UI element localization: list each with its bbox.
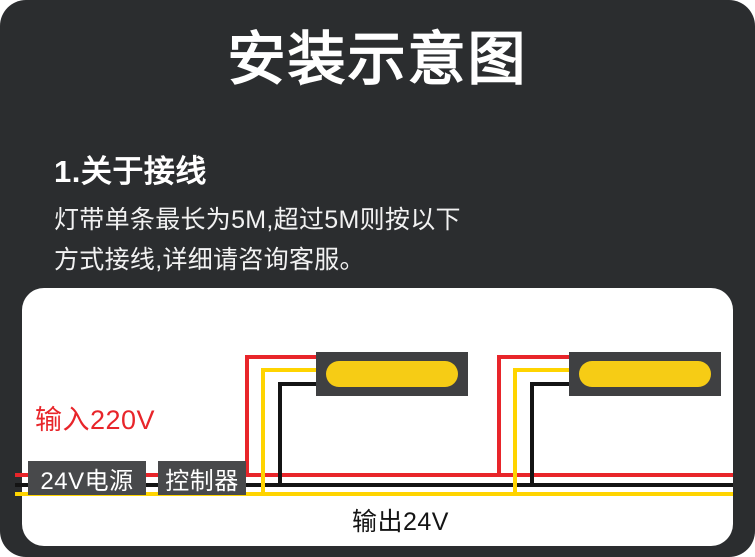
riser-1-black-wire [278, 382, 323, 485]
page-title: 安装示意图 [227, 27, 528, 92]
led-strip-module-2 [569, 352, 721, 396]
led-strip-module-1-led [326, 361, 458, 387]
led-strip-module-2-led [579, 361, 711, 387]
wiring-diagram-panel [22, 288, 733, 546]
bus-wire-black [15, 483, 733, 487]
riser-2-red-wire [497, 355, 577, 477]
section-heading: 1.关于接线 [54, 154, 207, 189]
riser-1-yellow-wire [261, 368, 323, 494]
controller-tag: 控制器 [158, 461, 246, 495]
section-body-line-2: 方式接线,详细请咨询客服。 [54, 246, 365, 274]
riser-1-red-wire [245, 355, 323, 477]
power-supply-tag: 24V电源 [28, 461, 146, 495]
bus-wire-red [15, 473, 733, 477]
riser-2-yellow-wire [513, 368, 577, 494]
output-voltage-label: 输出24V [352, 508, 449, 536]
led-strip-module-1 [316, 352, 468, 396]
section-body-line-1: 灯带单条最长为5M,超过5M则按以下 [54, 206, 461, 234]
riser-2-black-wire [530, 382, 577, 485]
input-voltage-label: 输入220V [35, 405, 156, 435]
bus-wire-yellow [15, 492, 733, 496]
